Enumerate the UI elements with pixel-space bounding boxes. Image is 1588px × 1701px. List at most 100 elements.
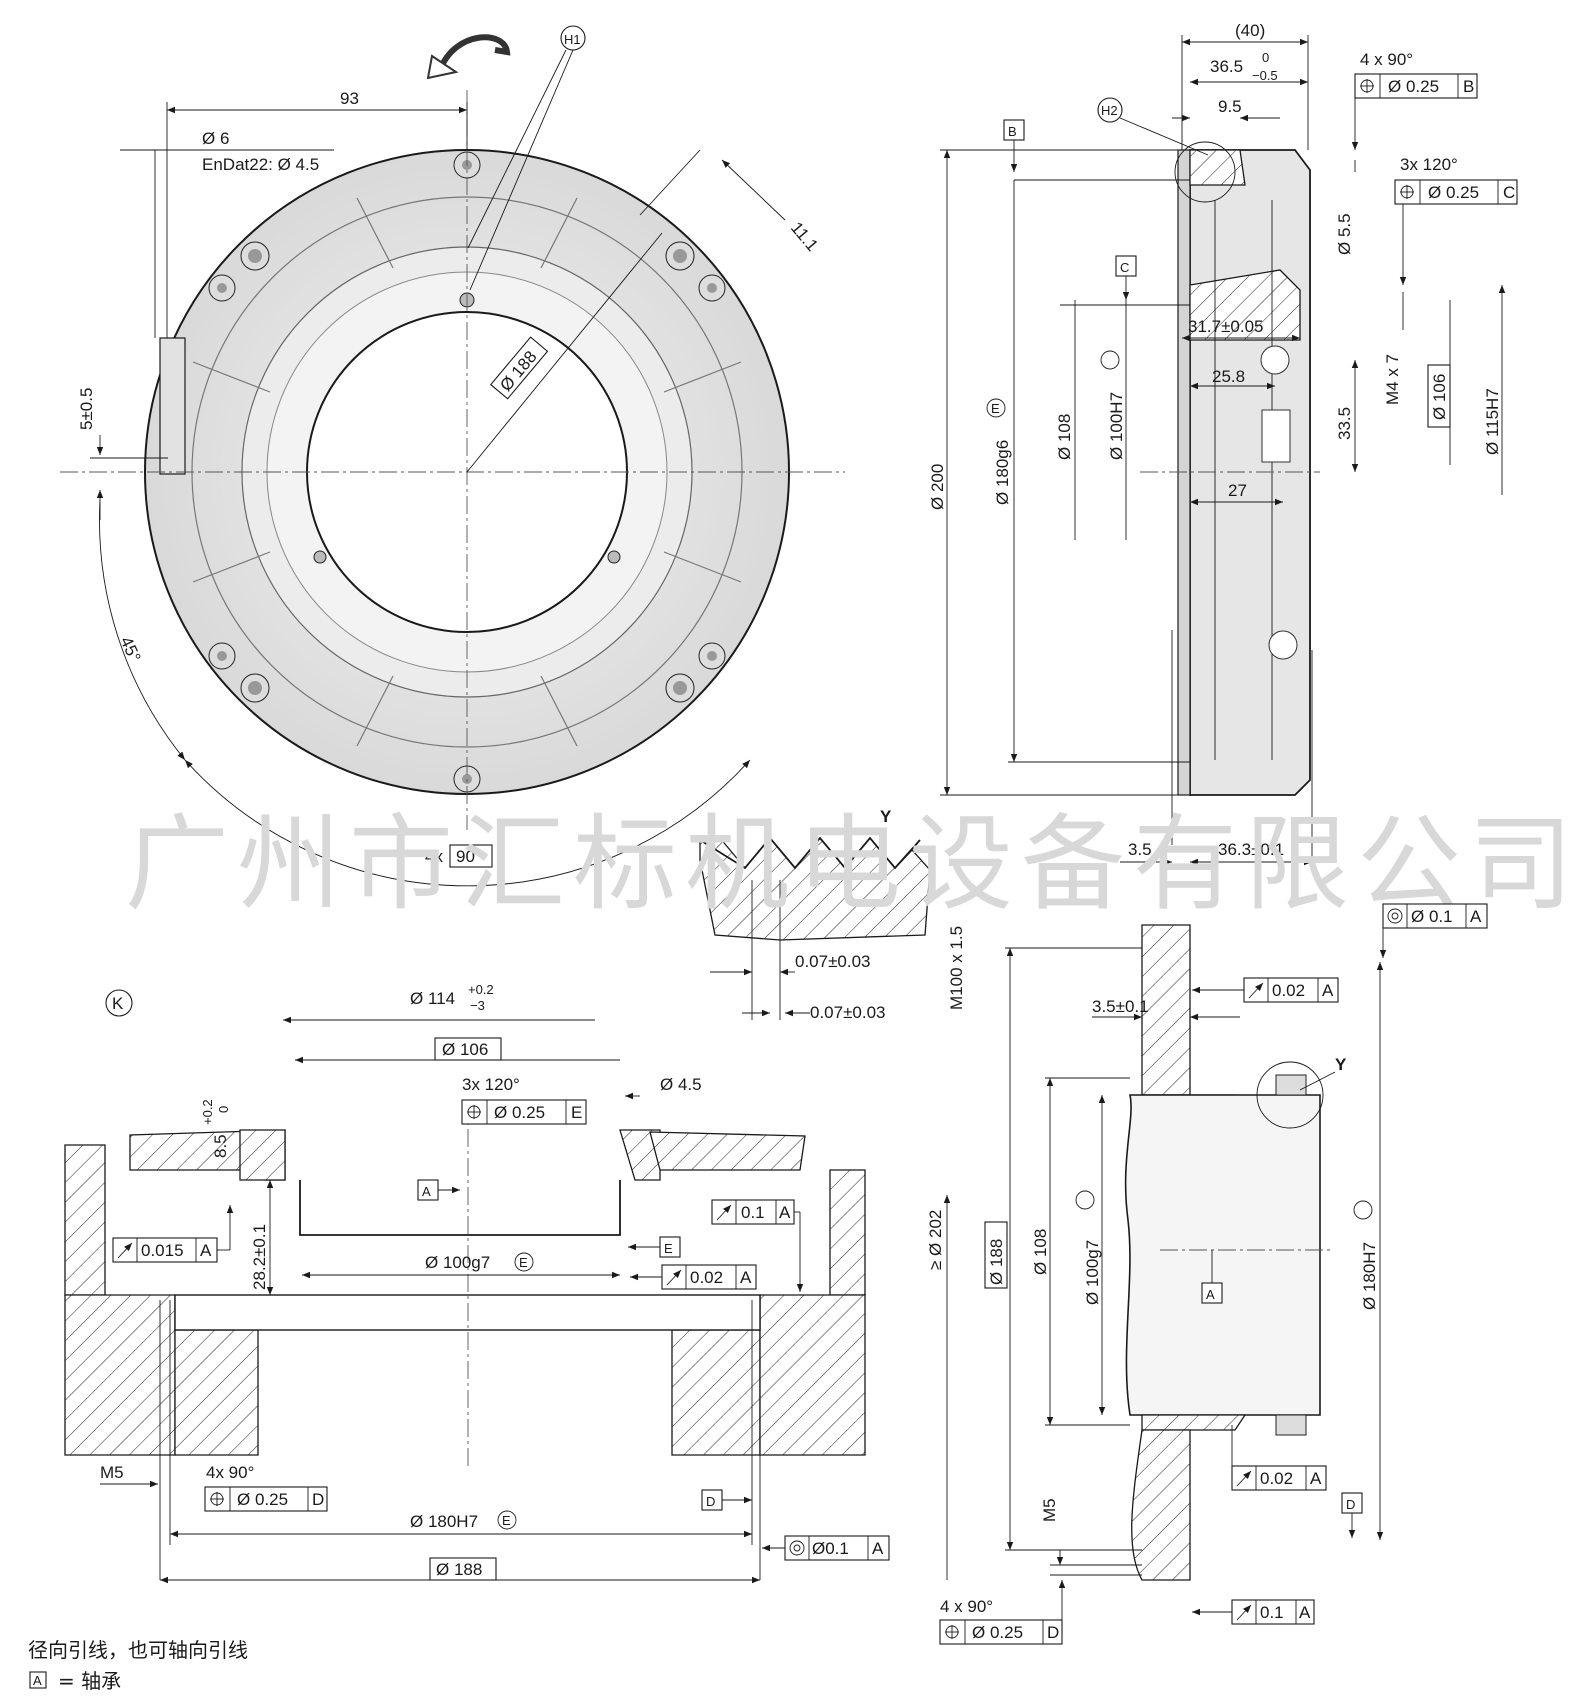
- env-e-1: E: [991, 401, 1000, 416]
- dim-d100h7: Ø 100H7: [1107, 392, 1126, 460]
- dim-4x90-side: 4 x 90°: [1360, 50, 1413, 69]
- dim-8-5-lower: 0: [216, 1106, 231, 1113]
- runout-k2-ref: A: [200, 1241, 212, 1260]
- dim-d115: Ø 115H7: [1483, 388, 1502, 455]
- dim-d180g6: Ø 180g6: [993, 440, 1012, 505]
- dim-d188-shaft: Ø 188: [987, 1239, 1006, 1285]
- pos-b-value: Ø 0.25: [1388, 77, 1439, 96]
- thread-dim-2: 0.07±0.03: [810, 1003, 886, 1022]
- dim-3x120-side: 3x 120°: [1400, 155, 1458, 174]
- runout-s1-value: 0.02: [1272, 981, 1305, 1000]
- dim-d200: Ø 200: [928, 464, 947, 510]
- dim-45deg: 45°: [116, 634, 144, 665]
- dim-90-box: 90°: [456, 847, 482, 866]
- dim-d202: ≥ Ø 202: [926, 1210, 945, 1270]
- dim-11-1: 11.1: [787, 218, 822, 255]
- runout-k3-value: 0.02: [690, 1268, 723, 1287]
- dim-25-8: 25.8: [1212, 367, 1245, 386]
- runout-k1-ref: A: [779, 1203, 791, 1222]
- h2-label: H2: [1101, 103, 1118, 118]
- runout-s1-ref: A: [1322, 981, 1334, 1000]
- dim-28-2: 28.2±0.1: [250, 1224, 269, 1290]
- dim-3-5-side: 3.5: [1128, 840, 1152, 859]
- dim-d106-side: Ø 106: [1430, 374, 1449, 420]
- dim-36-5-upper: 0: [1262, 50, 1269, 65]
- pos-c-ref: C: [1503, 183, 1515, 202]
- dim-m4: M4 x 7: [1383, 354, 1402, 405]
- dim-d114-lower: −3: [470, 998, 485, 1013]
- datum-e-k: E: [664, 1241, 673, 1256]
- env-e-k: E: [519, 1255, 528, 1270]
- runout-k1-value: 0.1: [741, 1203, 765, 1222]
- dim-27: 27: [1228, 481, 1247, 500]
- dim-d6: Ø 6: [202, 129, 229, 148]
- runout-k3-ref: A: [740, 1268, 752, 1287]
- runout-s3-ref: A: [1299, 1603, 1311, 1622]
- runout-s2-value: 0.02: [1260, 1469, 1293, 1488]
- conc-k-value: Ø0.1: [812, 1539, 849, 1558]
- dim-d114-upper: +0.2: [468, 982, 494, 997]
- dim-m5-shaft: M5: [1040, 1498, 1059, 1522]
- dim-3x120-k: 3x 120°: [462, 1075, 520, 1094]
- dim-d100g7-shaft: Ø 100g7: [1083, 1240, 1102, 1305]
- dim-3-5-shaft: 3.5±0.1: [1092, 997, 1149, 1016]
- dim-93: 93: [340, 89, 359, 108]
- conc-k-ref: A: [872, 1539, 884, 1558]
- dim-d180h7-shaft: Ø 180H7: [1360, 1242, 1379, 1310]
- dim-d180h7-k: Ø 180H7: [410, 1512, 478, 1531]
- dim-d188-k: Ø 188: [436, 1560, 482, 1579]
- dim-endat: EnDat22: Ø 4.5: [202, 155, 319, 174]
- pos-b-ref: B: [1463, 77, 1474, 96]
- datum-b-side: B: [1008, 124, 1017, 139]
- k-label: K: [112, 994, 124, 1013]
- cable-connector: [159, 337, 186, 475]
- note-datum-symbol: A: [33, 1673, 42, 1688]
- dim-4x90-shaft: 4 x 90°: [940, 1597, 993, 1616]
- dim-31-7: 31.7±0.05: [1188, 317, 1264, 336]
- thread-dim-1: 0.07±0.03: [795, 952, 871, 971]
- datum-d-shaft: D: [1346, 1497, 1355, 1512]
- runout-s3-value: 0.1: [1260, 1603, 1284, 1622]
- dim-4x90-k: 4x 90°: [206, 1463, 254, 1482]
- dim-d4-5: Ø 4.5: [660, 1075, 702, 1094]
- dim-d108-side: Ø 108: [1055, 414, 1074, 460]
- dim-d5-5: Ø 5.5: [1335, 213, 1354, 255]
- datum-a-shaft: A: [1206, 1287, 1215, 1302]
- dim-8-5-upper: +0.2: [200, 1099, 215, 1125]
- dim-m5-k: M5: [100, 1463, 124, 1482]
- side-body: [1189, 149, 1311, 796]
- dim-d100g7-k: Ø 100g7: [425, 1253, 490, 1272]
- dim-d108-shaft: Ø 108: [1031, 1229, 1050, 1275]
- dim-40: (40): [1235, 21, 1265, 40]
- k-view: K Ø 114 +0.2 −3 Ø 106 3x 120° Ø 0.25 E Ø…: [64, 982, 890, 1584]
- dim-4x: 4x: [425, 847, 443, 866]
- note-radial-lead: 径向引线，也可轴向引线: [28, 1638, 248, 1662]
- side-view: (40) 36.5 0 −0.5 9.5 H2 4 x 90° Ø 0.25 B…: [928, 21, 1518, 870]
- shaft-view: Ø 0.1 A 0.02 A 3.5±0.1 Y ≥ Ø 202 Ø 188 Ø…: [926, 903, 1488, 1645]
- dim-36-3: 36.3±0.1: [1218, 840, 1284, 859]
- encoder-spokes: [192, 197, 742, 747]
- note-bearing: = 轴承: [58, 1669, 121, 1693]
- pos-e-value: Ø 0.25: [494, 1103, 545, 1122]
- notes: 径向引线，也可轴向引线 A = 轴承: [28, 1638, 248, 1693]
- h1-label: H1: [564, 32, 581, 47]
- dim-36-5-lower: −0.5: [1252, 68, 1278, 83]
- dim-5: 5±0.5: [77, 388, 96, 430]
- runout-s2-ref: A: [1310, 1469, 1322, 1488]
- shaft-y-label: Y: [1335, 1055, 1347, 1074]
- pos-c-value: Ø 0.25: [1428, 183, 1479, 202]
- datum-d-k: D: [706, 1494, 715, 1509]
- company-watermark: 广州市汇标机电设备有限公司: [125, 803, 1581, 925]
- rotation-arrow-icon: [437, 34, 511, 72]
- dim-d106-k: Ø 106: [442, 1040, 488, 1059]
- front-view: 93 Ø 6 EnDat22: Ø 4.5 11.1 Ø 188 5±0.5 4…: [60, 25, 845, 887]
- dim-33-5: 33.5: [1335, 407, 1354, 440]
- conc-shaft-value: Ø 0.1: [1411, 907, 1453, 926]
- dim-d114: Ø 114: [410, 989, 455, 1008]
- datum-c-side: C: [1120, 260, 1129, 275]
- pos-d-ref-k: D: [312, 1490, 324, 1509]
- env-e-k2: E: [502, 1513, 511, 1528]
- pos-e-ref: E: [571, 1103, 582, 1122]
